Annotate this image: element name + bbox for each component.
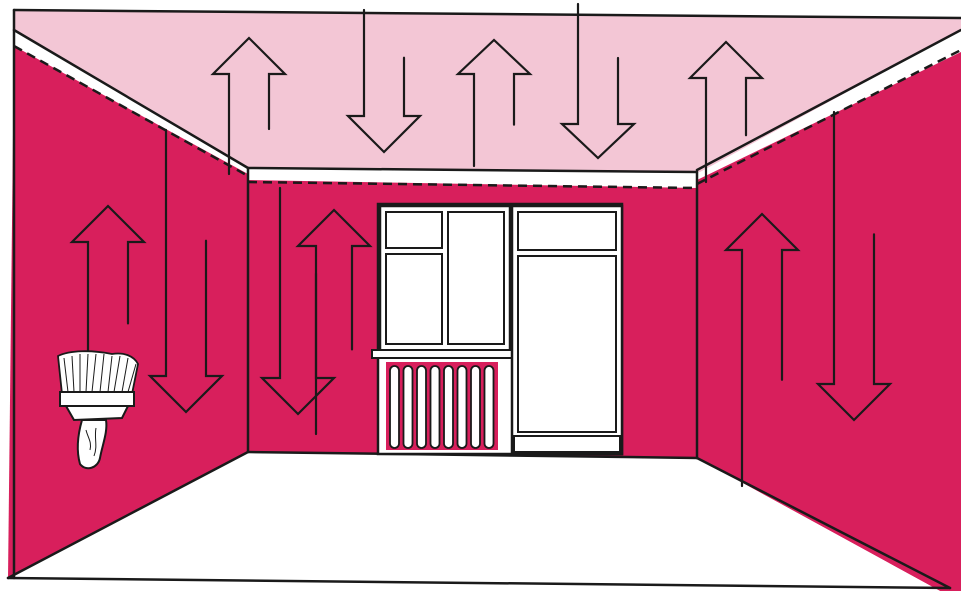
radiator-fin [485, 366, 494, 448]
radiator-fin [444, 366, 453, 448]
radiator-fin [417, 366, 426, 448]
radiator-fin [404, 366, 413, 448]
radiator-fin [471, 366, 480, 448]
window-pane-bottom-left [386, 254, 442, 344]
radiator-fin [390, 366, 399, 448]
radiator-fin [458, 366, 467, 448]
window-pane-top-left [386, 212, 442, 248]
window-pane-right [448, 212, 504, 344]
radiator-fin [431, 366, 440, 448]
door-threshold [514, 436, 620, 452]
door-top-pane [518, 212, 616, 250]
door-bottom-pane [518, 256, 616, 432]
radiator [386, 362, 498, 450]
window-sill [372, 350, 512, 358]
